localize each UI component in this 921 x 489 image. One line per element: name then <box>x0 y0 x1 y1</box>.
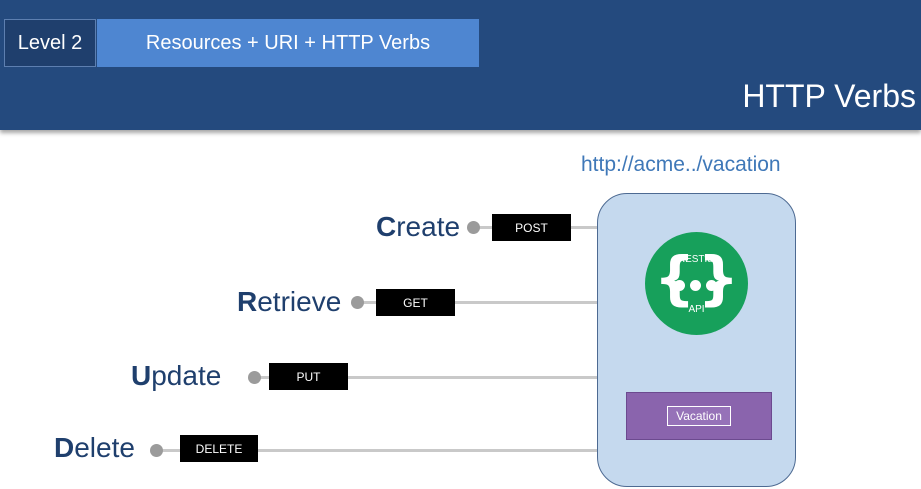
verb-initial: C <box>376 211 397 242</box>
api-logo-bottom-text: API <box>688 304 705 315</box>
verb-initial: U <box>131 360 152 391</box>
slide-title: HTTP Verbs <box>742 78 916 114</box>
connector-dot-update <box>248 371 261 384</box>
method-delete: DELETE <box>180 435 258 462</box>
verb-rest: reate <box>396 211 461 242</box>
verb-initial: R <box>237 286 258 317</box>
verb-rest: pdate <box>151 360 222 391</box>
topic-label: Resources + URI + HTTP Verbs <box>97 19 479 67</box>
header-bar: Level 2 Resources + URI + HTTP Verbs HTT… <box>0 0 921 130</box>
verb-retrieve: Retrieve <box>237 286 341 318</box>
restful-api-logo-icon: RESTful { } API <box>645 232 748 335</box>
method-put: PUT <box>269 363 348 390</box>
verb-create: Create <box>376 211 460 243</box>
verb-rest: elete <box>74 432 135 463</box>
connector-dot-create <box>467 221 480 234</box>
resource-box: Vacation <box>626 392 772 440</box>
method-get: GET <box>376 289 455 316</box>
left-brace-icon: { <box>654 244 696 312</box>
method-post: POST <box>492 214 571 241</box>
connector-line-delete <box>157 449 598 452</box>
connector-dot-delete <box>150 444 163 457</box>
ellipsis-icon <box>674 280 717 291</box>
api-logo-top-text: RESTful <box>677 254 716 265</box>
connector-dot-retrieve <box>351 296 364 309</box>
verb-update: Update <box>131 360 221 392</box>
level-label: Level 2 <box>4 19 96 67</box>
resource-url: http://acme../vacation <box>581 153 781 176</box>
connector-line-retrieve <box>358 301 598 304</box>
connector-line-update <box>255 376 598 379</box>
verb-delete: Delete <box>54 432 135 464</box>
verb-initial: D <box>54 432 75 463</box>
right-brace-icon: } <box>697 244 739 312</box>
resource-label: Vacation <box>667 406 731 426</box>
verb-rest: etrieve <box>257 286 342 317</box>
